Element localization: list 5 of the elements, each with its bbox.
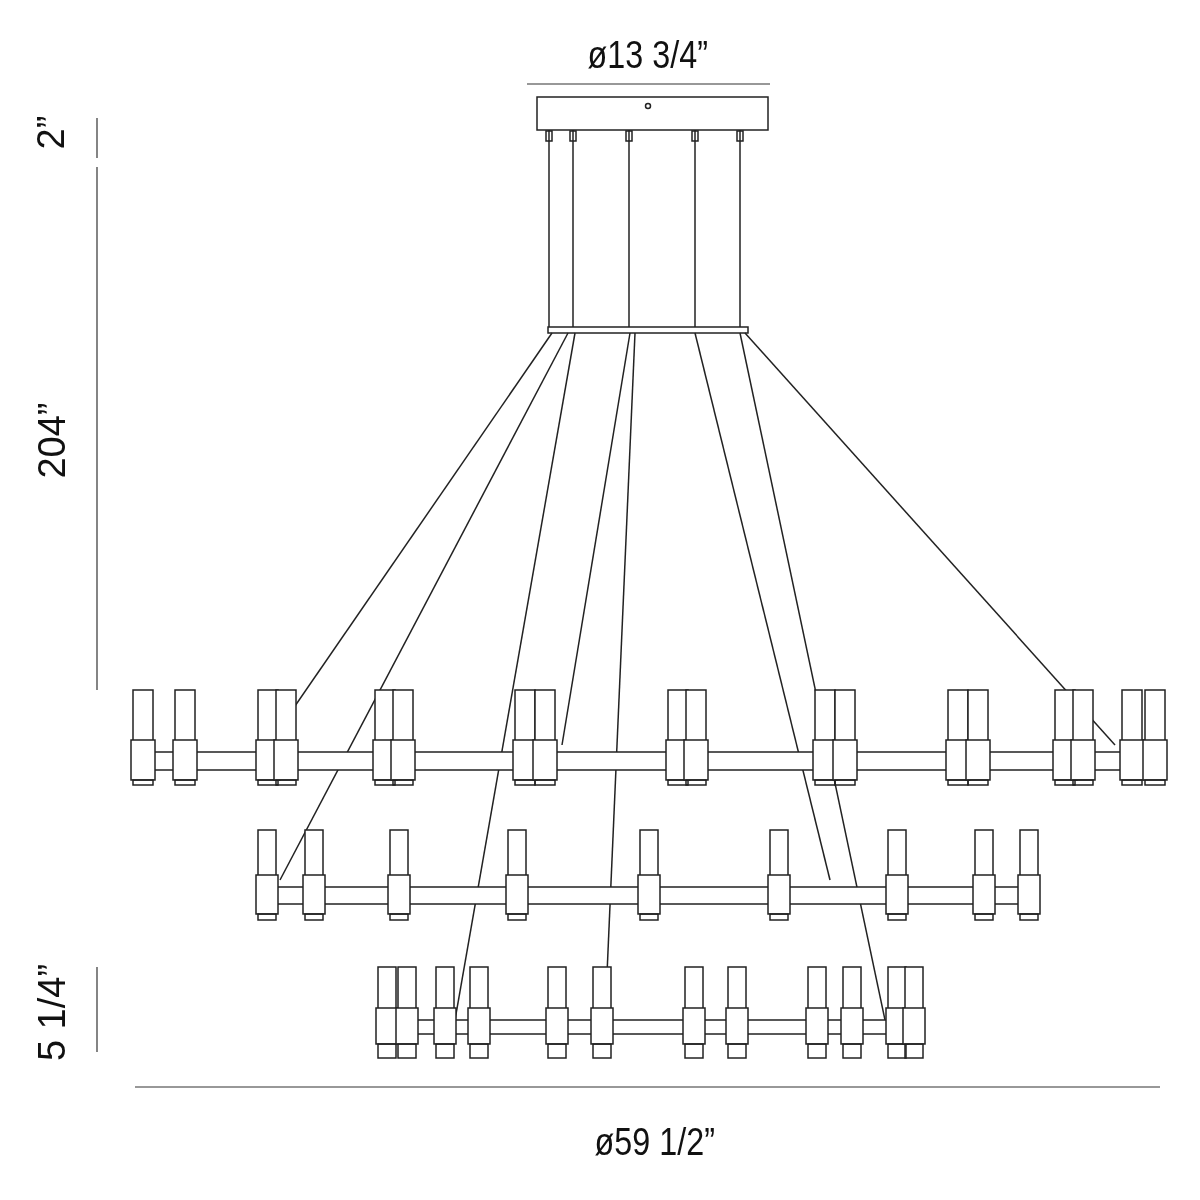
dimension-label: ø59 1/2” [594,1120,715,1164]
dimension-label: 204” [30,401,74,479]
dimension-label: ø13 3/4” [587,33,708,77]
dimension-label: 2” [30,115,74,149]
dimension-label: 5 1/4” [30,963,74,1061]
